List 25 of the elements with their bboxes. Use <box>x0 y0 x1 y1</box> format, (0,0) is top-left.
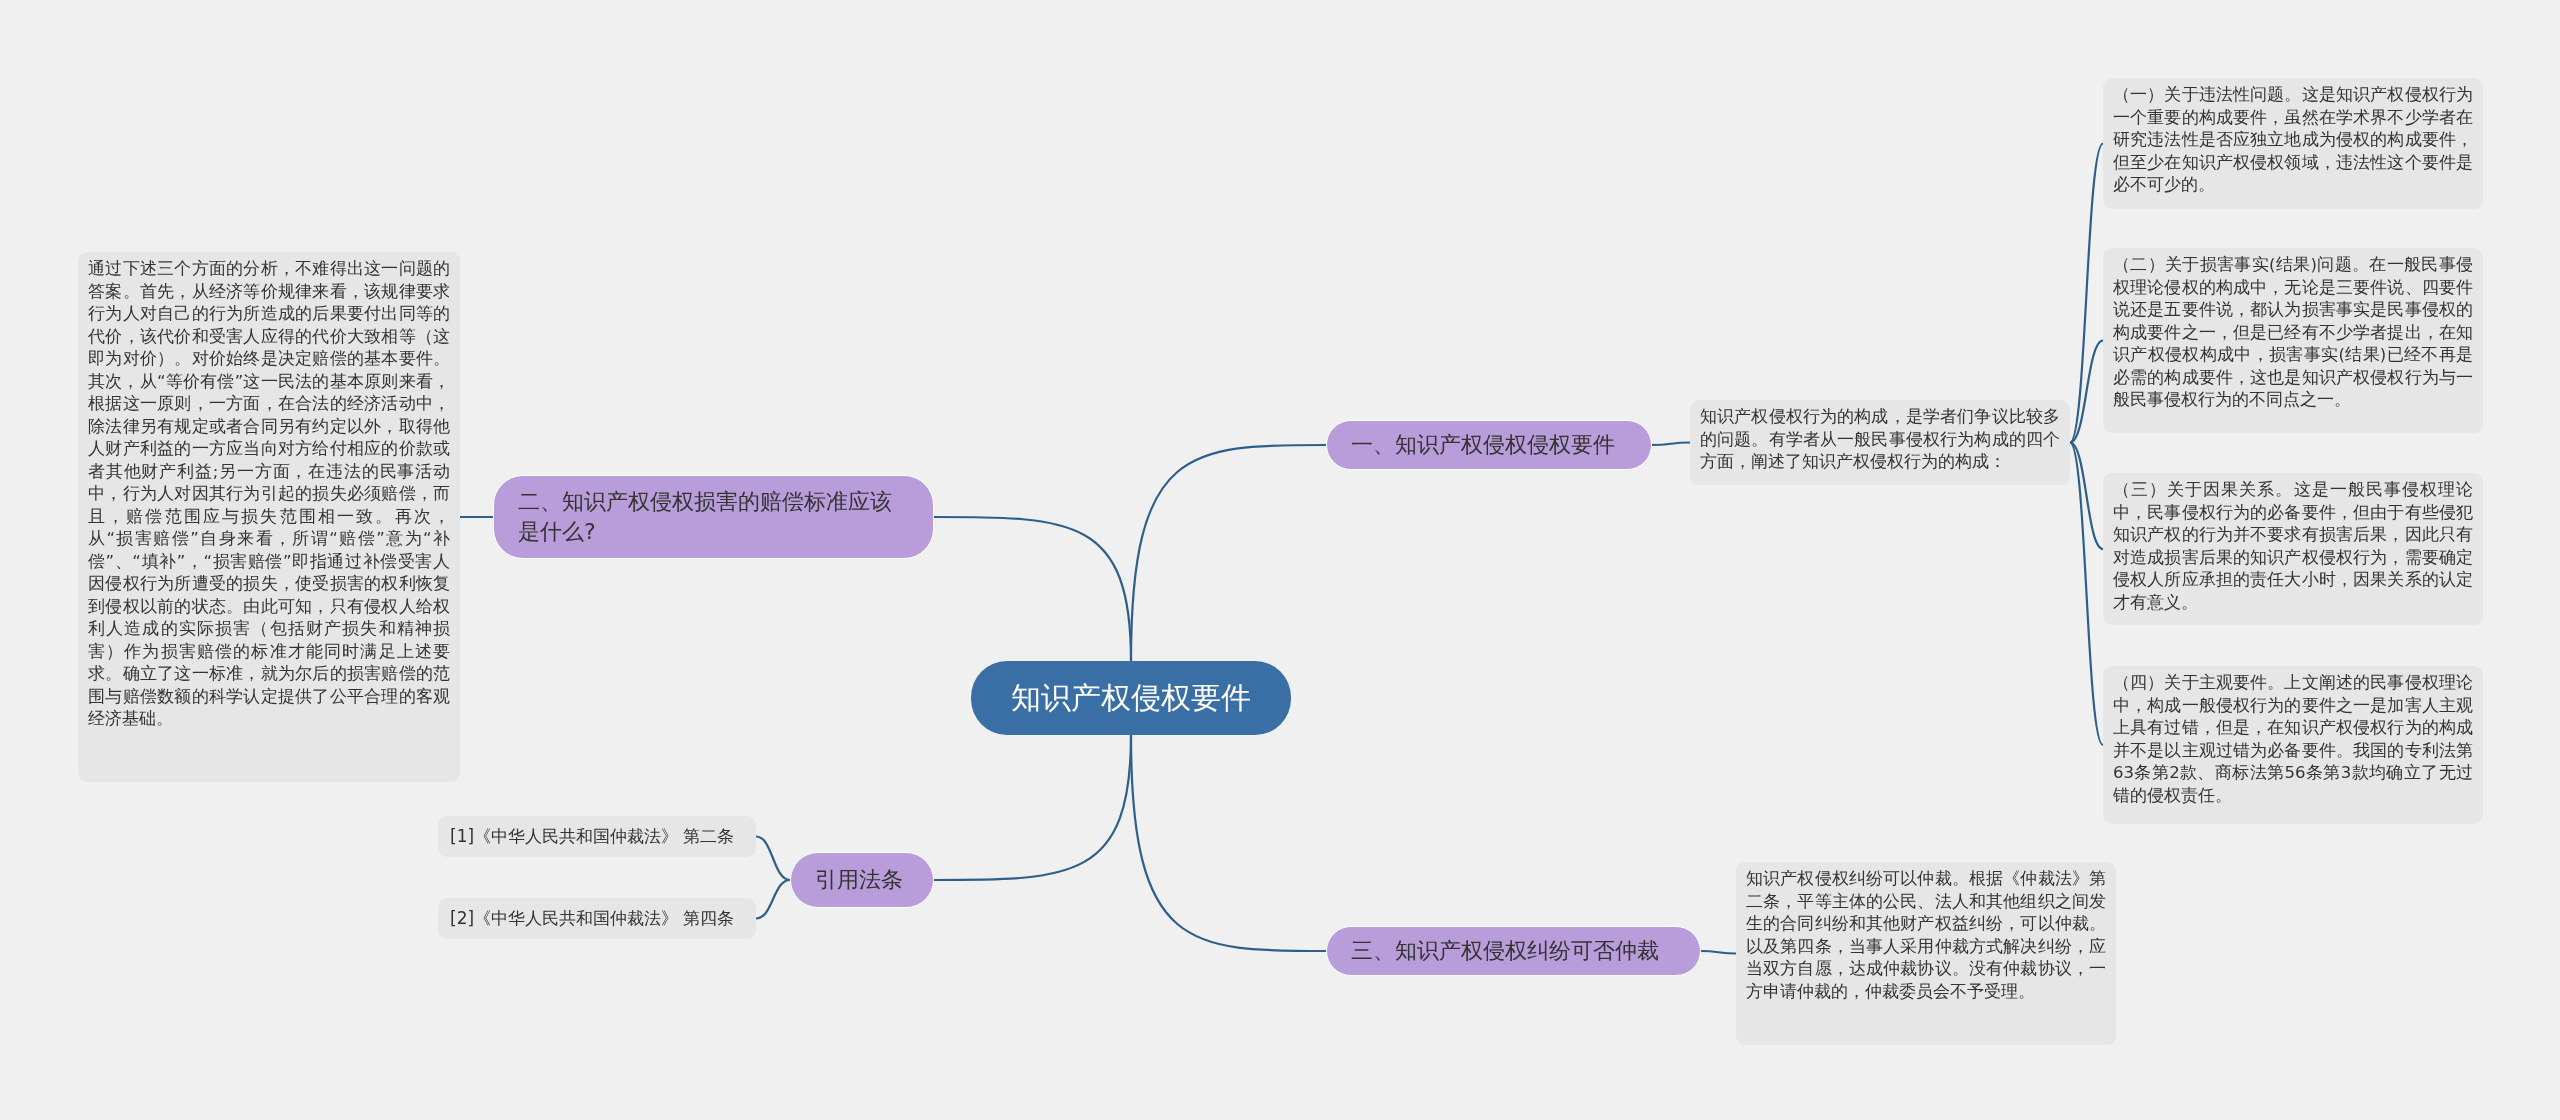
note-card: 通过下述三个方面的分析，不难得出这一问题的答案。首先，从经济等价规律来看，该规律要求行为人对自己的行为所造成的后果要付出同等的代价，该代价和受害人应得的代价大致相等（这即为对价）。对价始终是决定赔偿的基本要件。其次，从“等价有偿”这一民法的基本原则来看，根据这一原则，一方面，在合法的经济活动中，除法律另有规定或者合同另有约定以外，取得他人财产利益的一方应当向对方给付相应的价款或者其他财产利益;另一方面，在违法的民事活动中，行为人对因其行为引起的损失必须赔偿，而且，赔偿范围应与损失范围相一致。再次，从“损害赔偿”自身来看，所谓“赔偿”意为“补偿”、“填补”，“损害赔偿”即指通过补偿受害人因侵权行为所遭受的损失，使受损害的权利恢复到侵权以前的状态。由此可知，只有侵权人给权利人造成的实际损害（包括财产损失和精神损害）作为损害赔偿的标准才能同时满足上述要求。确立了这一标准，就为尔后的损害赔偿的范围与赔偿数额的科学认定提供了公平合理的客观经济基础。 <box>78 252 460 782</box>
connector <box>460 515 493 519</box>
central-topic: 知识产权侵权要件 <box>971 661 1291 735</box>
connector <box>755 835 791 882</box>
connector <box>934 515 1133 662</box>
note-card: 知识产权侵权纠纷可以仲裁。根据《仲裁法》第二条，平等主体的公民、法人和其他组织之间发生的合同纠纷和其他财产权益纠纷，可以仲裁。以及第四条，当事人采用仲裁方式解决纠纷，应当双方自愿，达成仲裁协议。没有仲裁协议，一方申请仲裁的，仲裁委员会不予受理。 <box>1736 862 2116 1045</box>
note-card: （二）关于损害事实(结果)问题。在一般民事侵权理论侵权的构成中，无论是三要件说、四要件说还是五要件说，都认为损害事实是民事侵权的构成要件之一，但是已经有不少学者提出，在知识产权侵权构成中，损害事实(结果)已经不再是必需的构成要件，这也是知识产权侵权行为与一般民事侵权行为的不同点之一。 <box>2103 248 2483 433</box>
topic-pill: 引用法条 <box>790 852 934 908</box>
reference-card: [2]《中华人民共和国仲裁法》 第四条 <box>438 898 756 939</box>
connector <box>2069 441 2104 550</box>
reference-card: [1]《中华人民共和国仲裁法》 第二条 <box>438 816 756 857</box>
connector <box>1701 949 1736 955</box>
note-card: 知识产权侵权行为的构成，是学者们争议比较多的问题。有学者从一般民事侵权行为构成的四个方面，阐述了知识产权侵权行为的构成： <box>1690 400 2070 485</box>
topic-pill: 二、知识产权侵权损害的赔偿标准应该是什么? <box>493 475 934 559</box>
note-card: （一）关于违法性问题。这是知识产权侵权行为一个重要的构成要件，虽然在学术界不少学者在研究违法性是否应独立地成为侵权的构成要件，但至少在知识产权侵权领域，违法性这个要件是必不可少的。 <box>2103 78 2483 209</box>
topic-pill: 一、知识产权侵权侵权要件 <box>1326 420 1652 470</box>
connector <box>1129 734 1326 953</box>
note-card: （三）关于因果关系。这是一般民事侵权理论中，民事侵权行为的必备要件，但由于有些侵犯知识产权的行为并不要求有损害后果，因此只有对造成损害后果的知识产权侵权行为，需要确定侵权人所应承担的责任大小时，因果关系的认定才有意义。 <box>2103 473 2483 625</box>
connector <box>1652 441 1690 447</box>
connector <box>2069 441 2104 746</box>
topic-pill: 三、知识产权侵权纠纷可否仲裁 <box>1326 926 1701 976</box>
connector <box>2069 142 2104 444</box>
connector <box>755 878 791 920</box>
connector <box>2069 339 2104 444</box>
note-card: （四）关于主观要件。上文阐述的民事侵权理论中，构成一般侵权行为的要件之一是加害人主观上具有过错，但是，在知识产权侵权行为的构成并不是以主观过错为必备要件。我国的专利法第63条第2款、商标法第56条第3款均确立了无过错的侵权责任。 <box>2103 666 2483 824</box>
